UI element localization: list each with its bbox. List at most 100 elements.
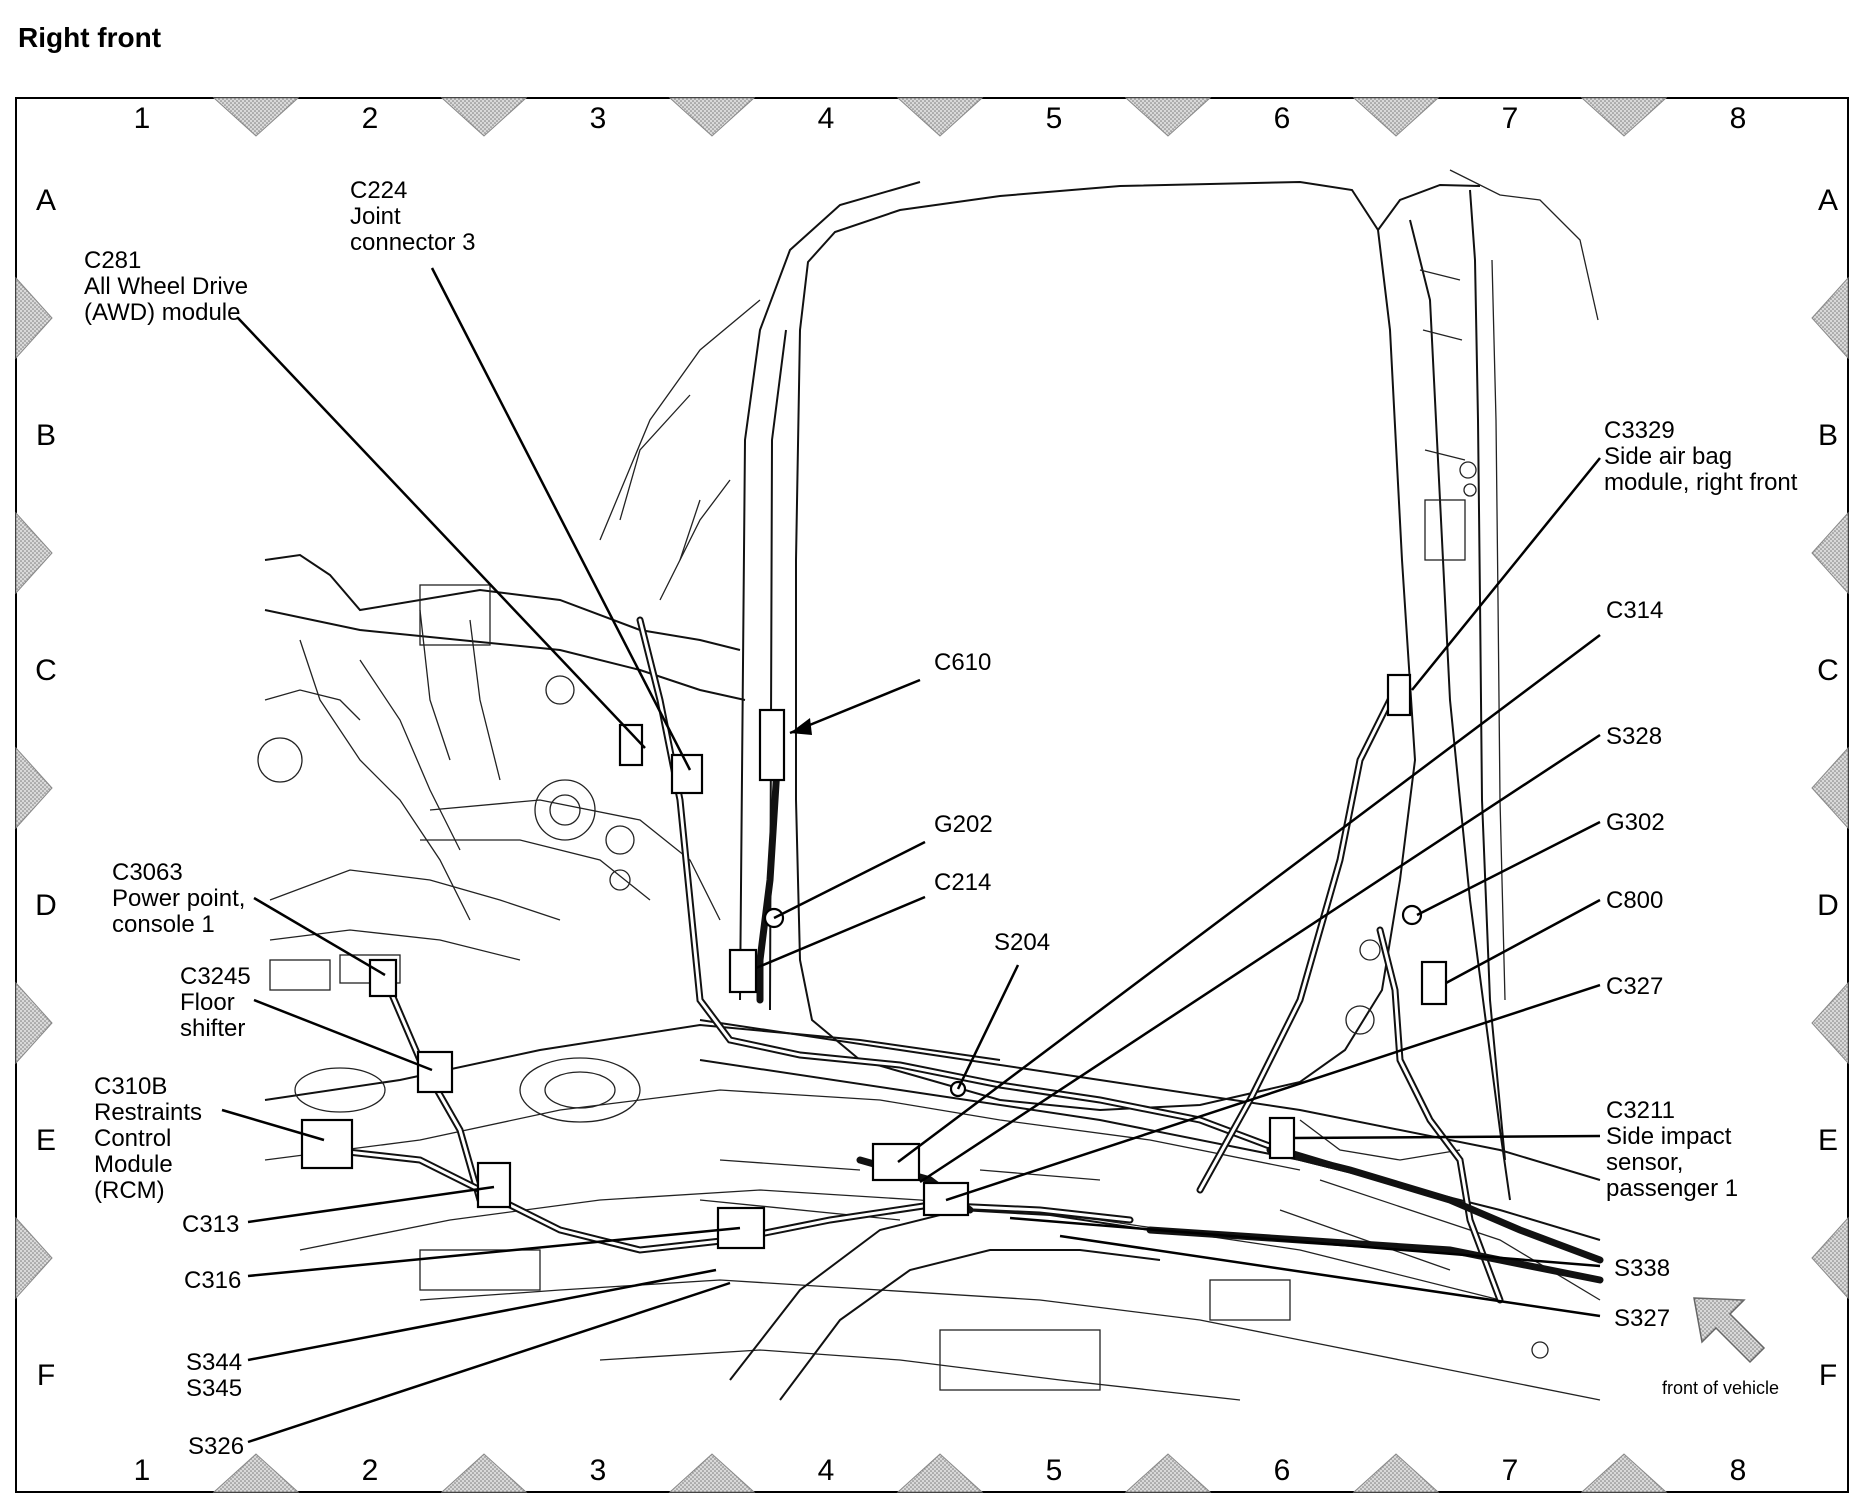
grid-marker-left-2	[15, 511, 53, 595]
grid-markers	[15, 97, 1849, 1493]
callout-c310b-line: Control	[94, 1125, 171, 1152]
callout-c3329-line: C3329	[1604, 417, 1675, 444]
grid-marker-bottom-6	[1352, 1453, 1440, 1493]
callout-s328: S328	[1606, 723, 1662, 750]
connector-c800	[1420, 960, 1448, 1006]
grid-marker-bottom-2	[440, 1453, 528, 1493]
callout-c310b-line: C310B	[94, 1073, 167, 1100]
callout-c313: C313	[182, 1211, 239, 1238]
callout-c3329-line: module, right front	[1604, 469, 1798, 496]
grid-marker-left-3	[15, 746, 53, 830]
grid-marker-left-1	[15, 276, 53, 360]
callout-s327: S327	[1614, 1305, 1670, 1332]
connector-c316	[716, 1206, 766, 1250]
wiring-harness	[326, 616, 1604, 1304]
callout-c316-line: C316	[184, 1267, 241, 1294]
grid-marker-top-6	[1352, 97, 1440, 137]
callout-c314: C314	[1606, 597, 1663, 624]
grid-marker-bottom-4	[896, 1453, 984, 1493]
connector-c214	[728, 948, 758, 994]
grid-marker-top-3	[668, 97, 756, 137]
front-of-vehicle-label: front of vehicle	[1662, 1378, 1779, 1398]
callout-c800-line: C800	[1606, 887, 1663, 914]
callout-c224-line: connector 3	[350, 229, 475, 256]
callout-s326: S326	[188, 1433, 244, 1460]
callout-c3245-line: Floor	[180, 989, 235, 1016]
callout-s338: S338	[1614, 1255, 1670, 1282]
grid-row-left-E: E	[36, 1124, 56, 1157]
callout-s204-line: S204	[994, 929, 1050, 956]
grid-col-top-8: 8	[1730, 102, 1747, 135]
grid-marker-top-4	[896, 97, 984, 137]
callout-c3211-line: passenger 1	[1606, 1175, 1738, 1202]
grid-marker-right-1	[1811, 276, 1849, 360]
grid-marker-bottom-5	[1124, 1453, 1212, 1493]
grid-col-top-2: 2	[362, 102, 379, 135]
grid-col-top-6: 6	[1274, 102, 1291, 135]
grid-col-bottom-4: 4	[818, 1454, 835, 1487]
connector-c610	[758, 708, 786, 782]
grid-marker-bottom-7	[1580, 1453, 1668, 1493]
front-arrow-icon	[1693, 1297, 1766, 1364]
grid-row-left-C: C	[35, 654, 57, 687]
callout-s344-line: S345	[186, 1375, 242, 1402]
grid-row-right-D: D	[1817, 889, 1839, 922]
callout-c214-line: C214	[934, 869, 991, 896]
grid-row-right-F: F	[1819, 1359, 1837, 1392]
grid-row-left-D: D	[35, 889, 57, 922]
grid-marker-left-4	[15, 981, 53, 1065]
grid-row-left-B: B	[36, 419, 56, 452]
callout-g202: G202	[934, 811, 993, 838]
callout-s327-line: S327	[1614, 1305, 1670, 1332]
callout-c3245-line: C3245	[180, 963, 251, 990]
callout-c3063-line: console 1	[112, 911, 215, 938]
callout-c327-line: C327	[1606, 973, 1663, 1000]
callout-c610-line: C610	[934, 649, 991, 676]
callout-c3245-line: shifter	[180, 1015, 245, 1042]
grid-col-bottom-1: 1	[134, 1454, 151, 1487]
grid-col-bottom-8: 8	[1730, 1454, 1747, 1487]
callout-c3211-line: Side impact	[1606, 1123, 1732, 1150]
grid-marker-top-7	[1580, 97, 1668, 137]
callout-c281-line: C281	[84, 247, 141, 274]
grid-col-bottom-7: 7	[1502, 1454, 1519, 1487]
front-of-vehicle-indicator: front of vehicle	[1662, 1297, 1779, 1398]
connector-c3329	[1386, 673, 1412, 717]
callout-c281-line: (AWD) module	[84, 299, 240, 326]
grid-row-right-C: C	[1817, 654, 1839, 687]
callout-c281-line: All Wheel Drive	[84, 273, 248, 300]
callout-s328-line: S328	[1606, 723, 1662, 750]
callout-c314-line: C314	[1606, 597, 1663, 624]
leader-lines	[221, 267, 1601, 1444]
page-title: Right front	[18, 22, 162, 53]
grid-marker-right-5	[1811, 1216, 1849, 1300]
grid-marker-bottom-1	[212, 1453, 300, 1493]
grid-col-top-5: 5	[1046, 102, 1063, 135]
connector-c3063	[368, 958, 398, 998]
callout-c310b-line: (RCM)	[94, 1177, 165, 1204]
connector-g302	[1401, 904, 1423, 926]
callout-g302: G302	[1606, 809, 1665, 836]
grid-marker-top-1	[212, 97, 300, 137]
callout-c3211-line: C3211	[1606, 1097, 1675, 1124]
grid-row-right-B: B	[1818, 419, 1838, 452]
callout-c313-line: C313	[182, 1211, 239, 1238]
callout-s326-line: S326	[188, 1433, 244, 1460]
connector-c224	[670, 753, 704, 795]
callout-c224-line: C224	[350, 177, 407, 204]
callout-c3211-line: sensor,	[1606, 1149, 1683, 1176]
grid-col-bottom-2: 2	[362, 1454, 379, 1487]
grid-col-bottom-3: 3	[590, 1454, 607, 1487]
connector-c327	[922, 1181, 970, 1217]
connector-c310b	[300, 1118, 354, 1170]
callout-c316: C316	[184, 1267, 241, 1294]
grid-col-top-1: 1	[134, 102, 151, 135]
